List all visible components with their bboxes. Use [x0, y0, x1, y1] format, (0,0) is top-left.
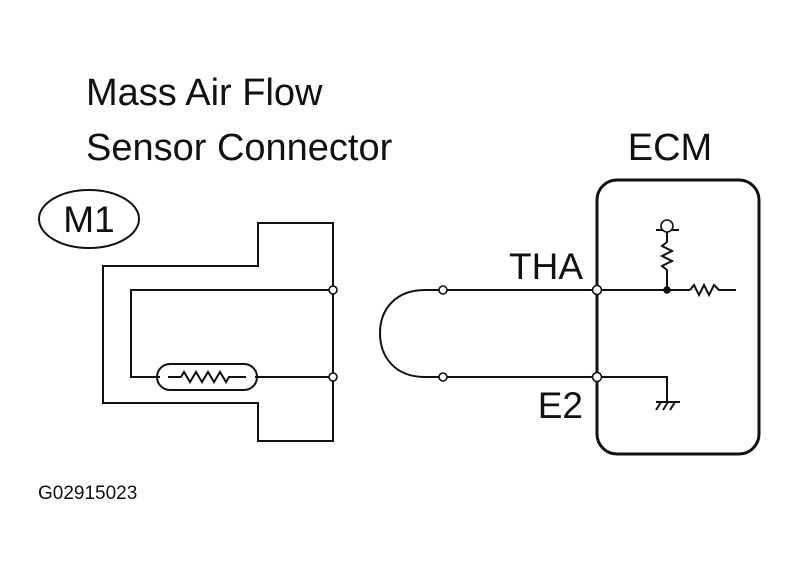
sensor-terminal-tha — [328, 285, 338, 295]
sensor-title-line-1: Mass Air Flow — [86, 72, 323, 114]
ecm-label: ECM — [628, 127, 712, 169]
ground-icon — [655, 401, 680, 411]
sensor-terminal-e2 — [328, 372, 338, 382]
thermistor-resistor-zigzag — [168, 370, 246, 384]
sensor-connector-outline — [102, 222, 334, 442]
pin-label-e2: E2 — [538, 385, 583, 426]
ecm-box — [595, 178, 761, 456]
connector-code-badge: M1 — [38, 189, 140, 249]
ecm-input-resistor — [689, 282, 736, 298]
pin-label-tha: THA — [509, 246, 583, 287]
harness-loop — [378, 289, 443, 378]
harness-terminal-e2 — [438, 372, 448, 382]
connector-code-ellipse — [38, 189, 140, 249]
ecm-ground-wire — [602, 376, 668, 402]
figure-id: G02915023 — [38, 483, 137, 504]
sensor-internal-wire-top — [130, 289, 333, 378]
ecm-pin-e2 — [591, 371, 603, 383]
ecm-pin-tha — [591, 284, 603, 296]
sensor-title-line-2: Sensor Connector — [86, 127, 393, 169]
thermistor-symbol — [156, 363, 258, 391]
harness-terminal-tha — [438, 285, 448, 295]
ecm-supply-terminal — [660, 219, 674, 233]
ecm-pullup-resistor — [659, 235, 675, 290]
thermistor-body — [156, 363, 258, 391]
connector-code: M1 — [63, 199, 114, 240]
